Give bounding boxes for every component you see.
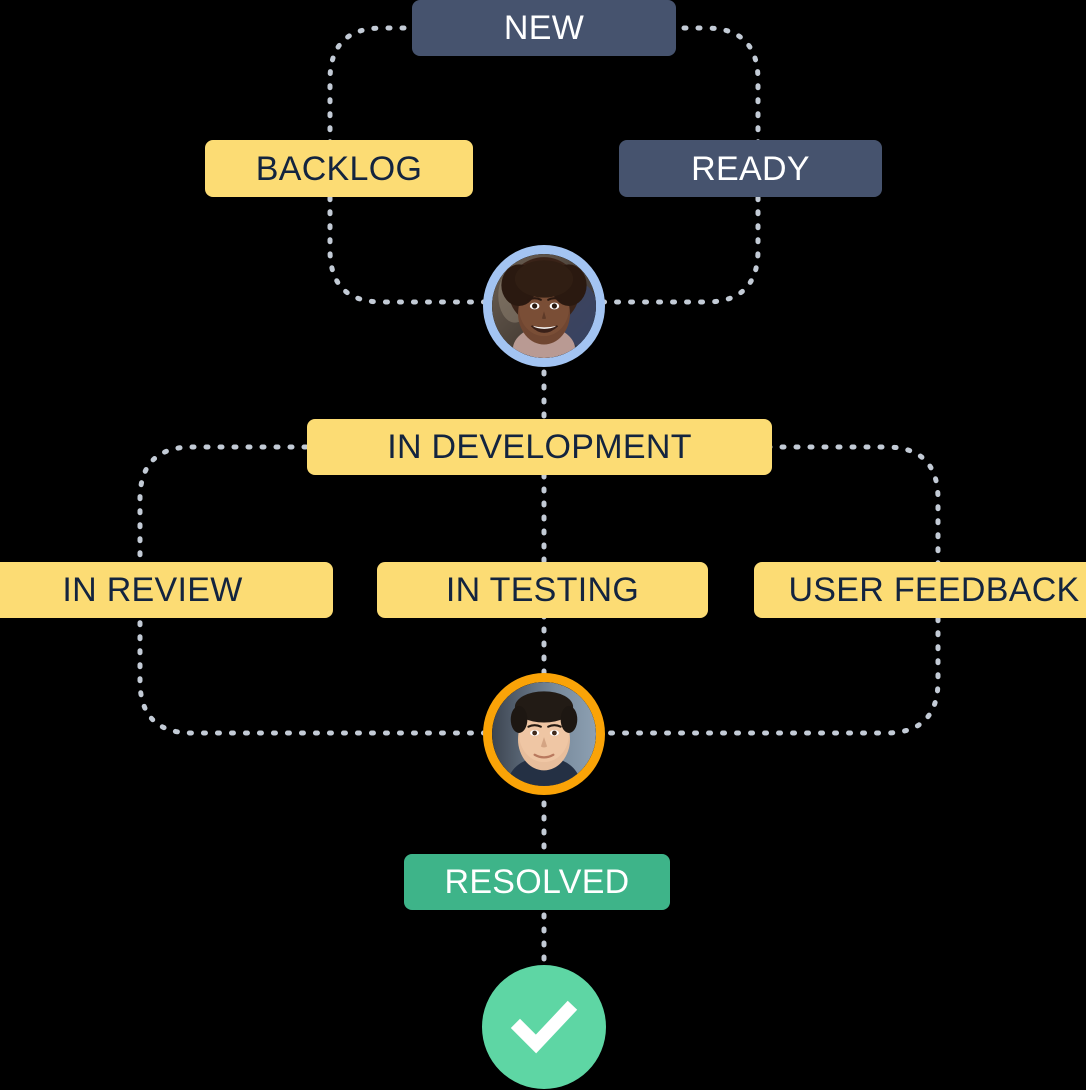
status-node-ready[interactable]: READY [619,140,882,197]
avatar-assignee-development[interactable] [483,245,605,367]
check-icon [510,1000,578,1054]
status-node-resolved[interactable]: RESOLVED [404,854,670,910]
status-node-in-review[interactable]: IN REVIEW [0,562,333,618]
status-node-backlog[interactable]: BACKLOG [205,140,473,197]
status-node-new[interactable]: NEW [412,0,676,56]
status-node-in-testing[interactable]: IN TESTING [377,562,708,618]
avatar-photo-person [492,682,596,786]
completed-check-node[interactable] [482,965,606,1089]
avatar-assignee-resolved[interactable] [483,673,605,795]
avatar-photo-woman [492,254,596,358]
status-node-in-development[interactable]: IN DEVELOPMENT [307,419,772,475]
status-node-user-feedback[interactable]: USER FEEDBACK [754,562,1086,618]
